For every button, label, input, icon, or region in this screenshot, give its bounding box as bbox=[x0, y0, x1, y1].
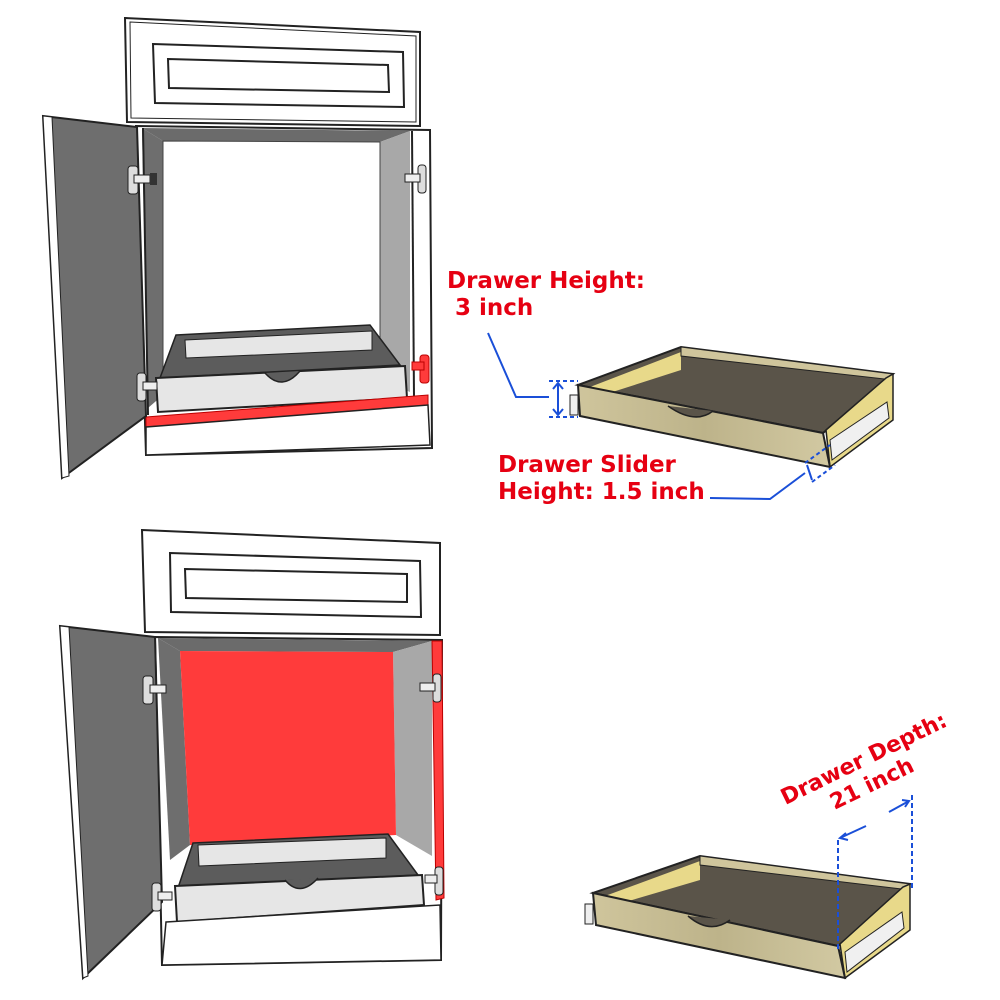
top-cabinet-drawer-front bbox=[123, 16, 421, 128]
bottom-cabinet-box bbox=[153, 635, 445, 967]
hinge-icon bbox=[151, 882, 173, 912]
top-cabinet-left-door bbox=[41, 114, 148, 480]
bottom-cabinet-drawer-front bbox=[140, 528, 441, 637]
hinge-icon bbox=[424, 866, 444, 896]
slider-height-label-title: Drawer Slider bbox=[498, 452, 676, 478]
drawer-box bbox=[584, 854, 913, 980]
drawer-depth-dimension bbox=[837, 795, 913, 950]
hinge-icon bbox=[127, 165, 157, 195]
drawer-slider bbox=[829, 401, 890, 461]
drawer-height-dimension bbox=[487, 332, 578, 418]
hinge-icon bbox=[136, 372, 158, 402]
slider-height-dimension bbox=[709, 444, 836, 501]
bottom-cabinet-drawer bbox=[173, 833, 426, 924]
drawer-slider bbox=[844, 911, 905, 973]
hinge-icon bbox=[142, 675, 167, 705]
drawer-height-label-title: Drawer Height: bbox=[447, 268, 645, 294]
drawer-height-label-value: 3 inch bbox=[447, 295, 534, 322]
back-wall-highlight bbox=[180, 651, 396, 845]
hinge-icon bbox=[419, 673, 442, 703]
hinge-highlight-icon bbox=[411, 354, 430, 384]
drawer-box bbox=[569, 345, 896, 469]
right-stile-highlight bbox=[431, 640, 445, 901]
slider-height-label: Drawer Slider Height: 1.5 inch bbox=[498, 452, 705, 506]
top-cabinet-drawer bbox=[154, 324, 409, 414]
slider-height-label-value: Height: 1.5 inch bbox=[498, 479, 705, 506]
hinge-icon bbox=[404, 164, 427, 194]
bottom-cabinet-left-door bbox=[58, 624, 164, 981]
drawer-height-label: Drawer Height: 3 inch bbox=[447, 268, 645, 322]
